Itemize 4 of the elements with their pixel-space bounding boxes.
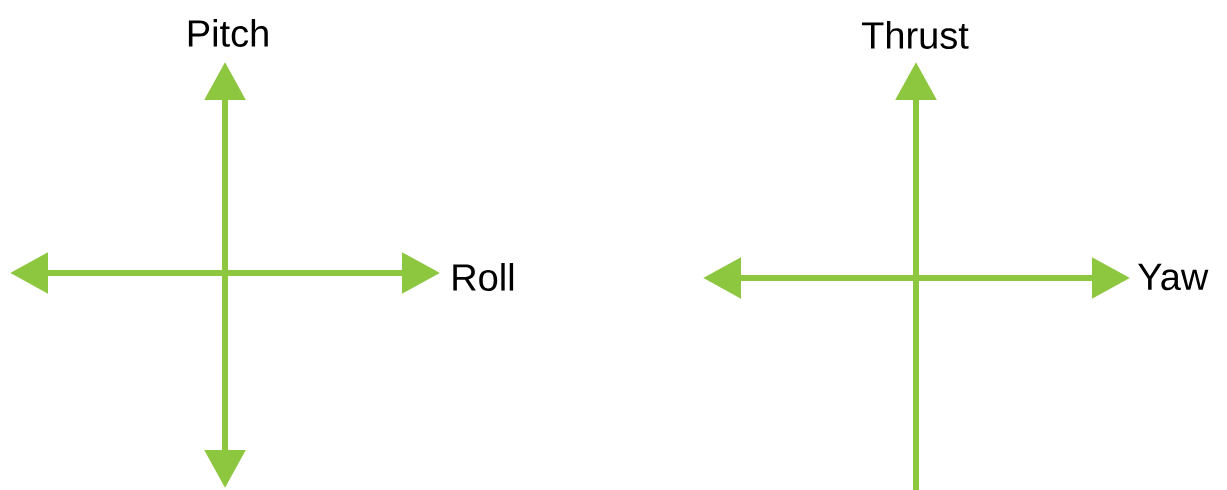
axis-label: Yaw: [1138, 263, 1209, 291]
axis-label: Roll: [453, 263, 514, 291]
axis-label: Pitch: [188, 19, 268, 47]
axis-label: Thrust: [862, 21, 969, 49]
